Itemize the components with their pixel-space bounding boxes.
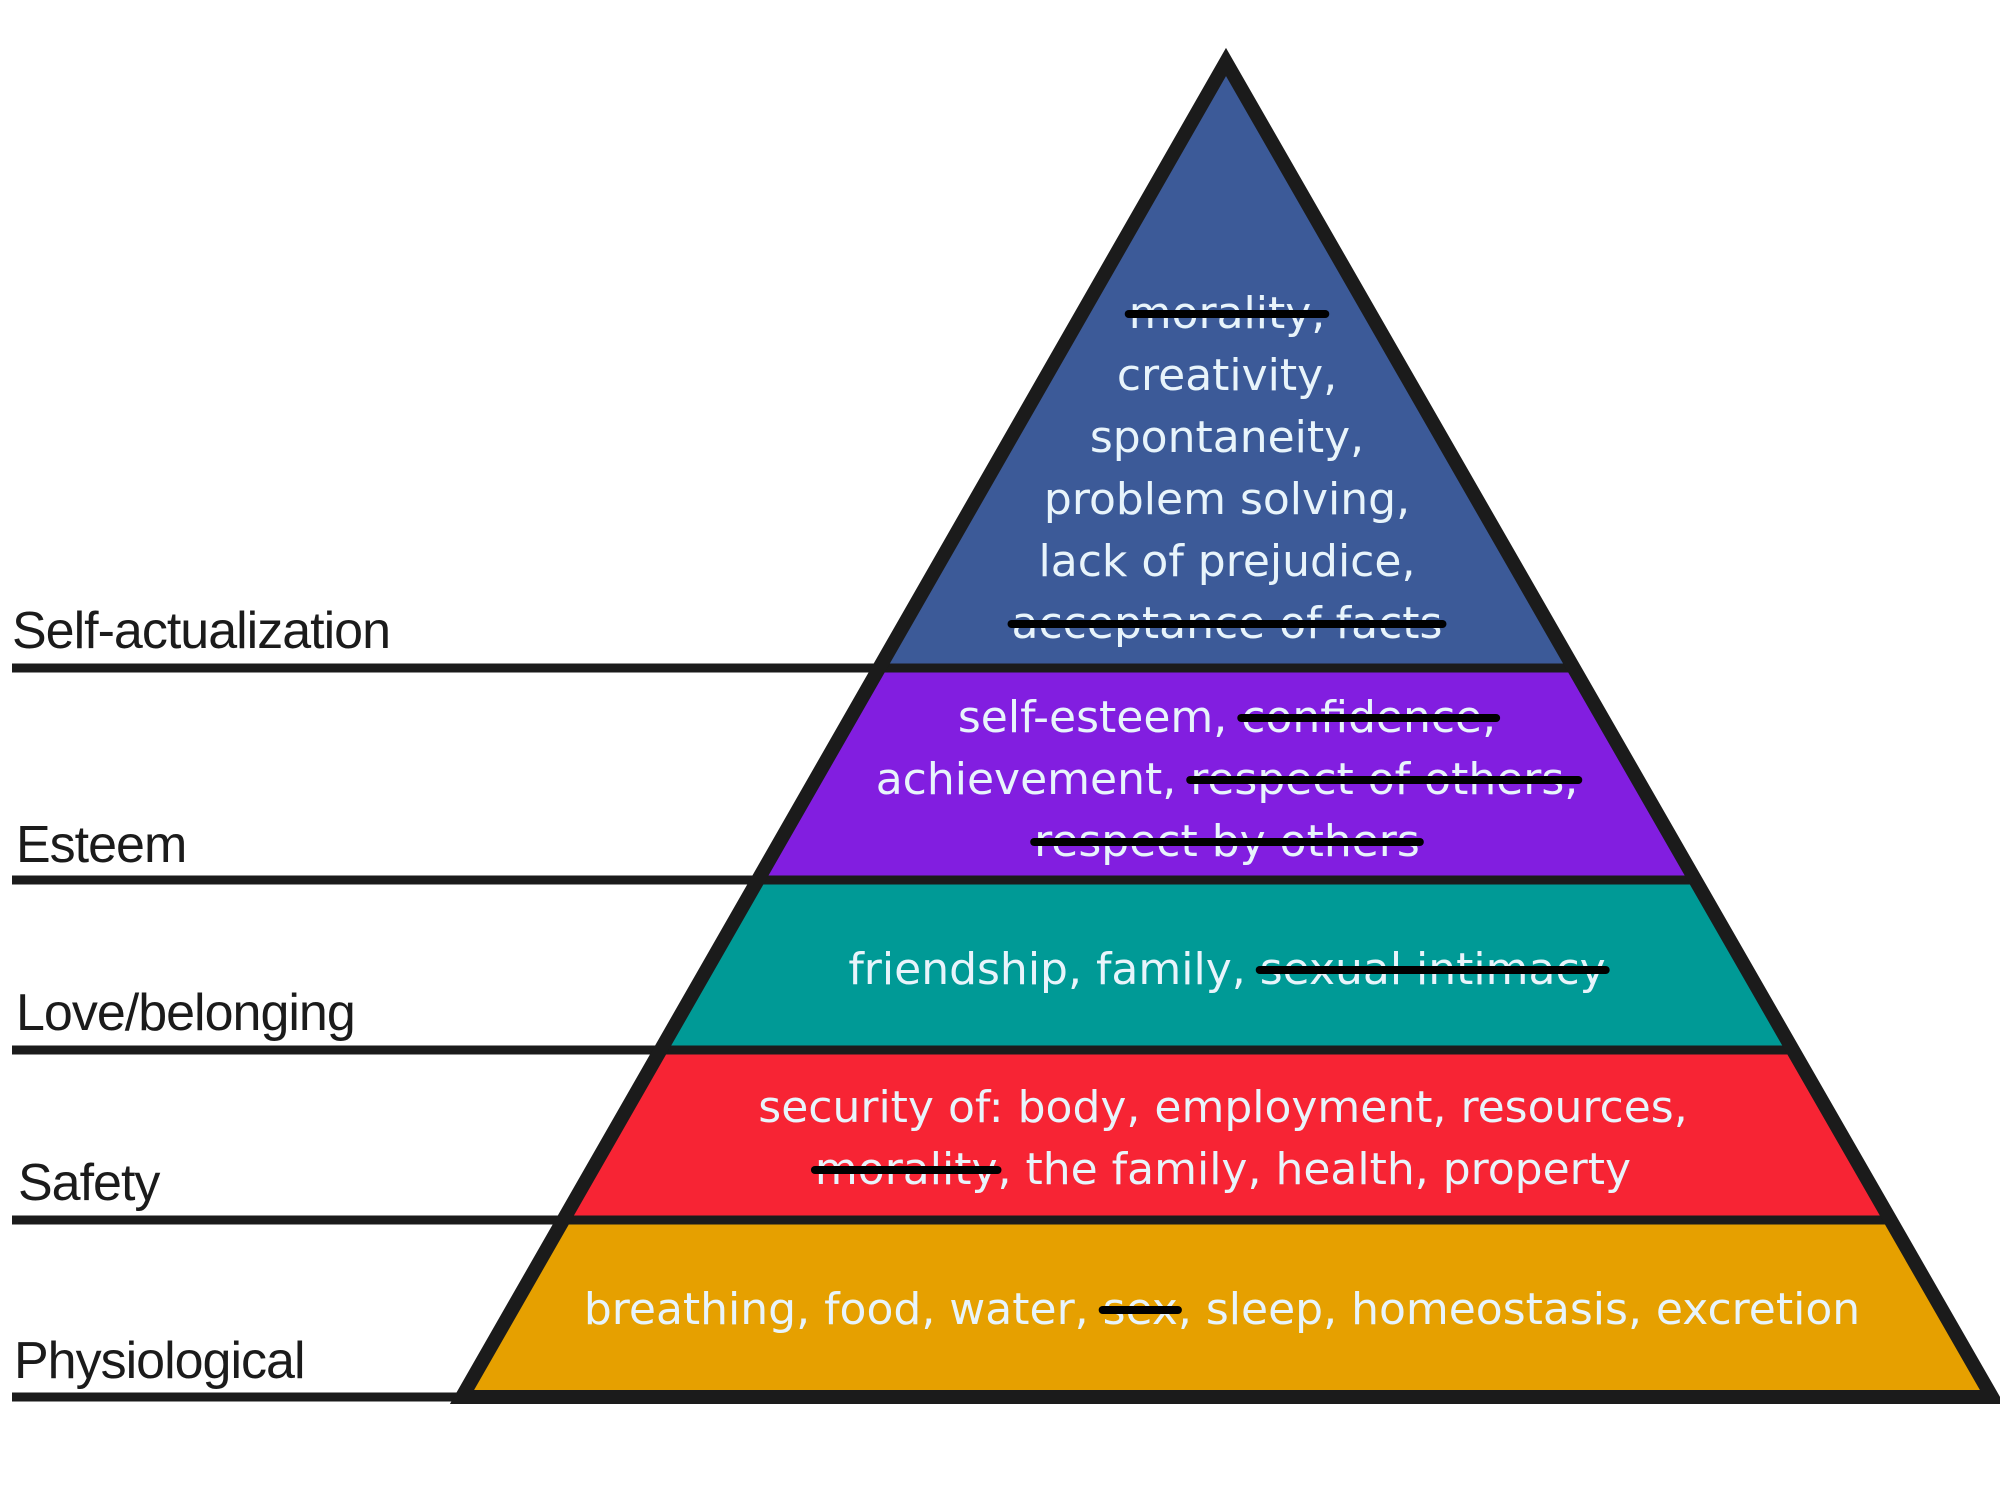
level-label-self-actualization: Self-actualization	[12, 602, 390, 660]
tier-text-segment: achievement,	[876, 754, 1191, 805]
tier-text-line: creativity,	[1117, 350, 1337, 401]
tier-text-line: security of: body, employment, resources…	[758, 1082, 1687, 1133]
tier-text-segment: problem solving,	[1044, 474, 1410, 525]
level-labels: Self-actualizationEsteemLove/belongingSa…	[12, 602, 391, 1390]
level-label-esteem: Esteem	[16, 816, 186, 874]
level-label-safety: Safety	[18, 1154, 160, 1212]
tier-text-line: spontaneity,	[1090, 412, 1364, 463]
level-label-love-belonging: Love/belonging	[16, 984, 355, 1042]
tier-text-line: lack of prejudice,	[1039, 536, 1416, 587]
tier-text-segment: spontaneity,	[1090, 412, 1364, 463]
tier-physiological	[462, 1220, 1992, 1397]
tier-text-segment: breathing, food, water,	[584, 1284, 1103, 1335]
tier-text-segment: , the family, health, property	[998, 1144, 1632, 1195]
level-label-physiological: Physiological	[14, 1332, 305, 1390]
tier-text-segment: friendship, family,	[848, 944, 1259, 995]
tier-text-segment: creativity,	[1117, 350, 1337, 401]
tier-text-segment: lack of prejudice,	[1039, 536, 1416, 587]
tier-text-line: breathing, food, water, sex, sleep, home…	[584, 1284, 1860, 1335]
tier-text-line: problem solving,	[1044, 474, 1410, 525]
tier-text-segment: , sleep, homeostasis, excretion	[1178, 1284, 1860, 1335]
tier-safety	[563, 1050, 1891, 1220]
tier-self-actualization	[879, 62, 1574, 668]
tier-texts: morality,creativity,spontaneity,problem …	[584, 288, 1860, 1335]
tier-love-belonging	[660, 880, 1793, 1050]
tier-text-segment: security of: body, employment, resources…	[758, 1082, 1687, 1133]
tier-text-segment: self-esteem,	[958, 692, 1241, 743]
pyramid-outline	[449, 47, 2000, 1404]
pyramid-tiers	[462, 62, 1992, 1397]
